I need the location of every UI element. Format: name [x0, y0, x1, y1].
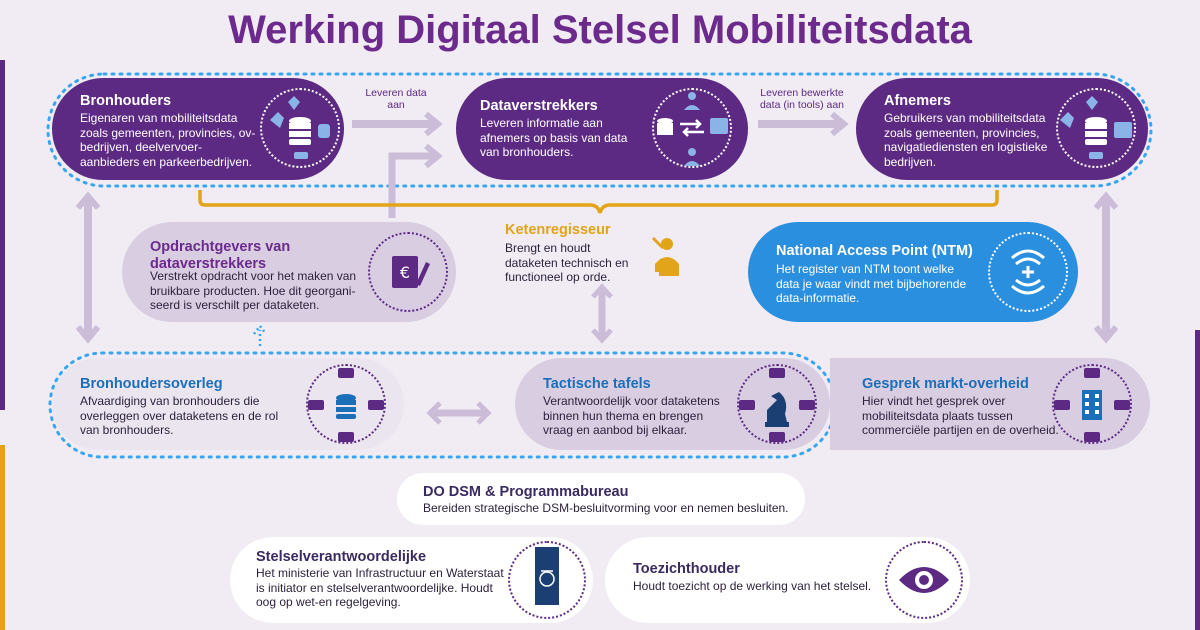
- stelsel-title: Stelselverantwoordelijke: [256, 549, 427, 565]
- map-icon: [1060, 96, 1132, 159]
- stelsel-icon-ring: [508, 541, 586, 619]
- arrow-label-leveren-data: Leveren data aan: [365, 87, 427, 111]
- ketenregisseur-text: Brengt en houdt dataketen technisch en f…: [505, 241, 629, 284]
- dataverstrekkers-title: Dataverstrekkers: [480, 98, 598, 114]
- afnemers-icon-ring: [1056, 88, 1136, 168]
- bronhouders-icon-ring: [260, 88, 340, 168]
- node-bronhoudersoverleg: Bronhoudersoverleg Afvaardiging van bron…: [52, 358, 404, 450]
- nap-icon-ring: [988, 232, 1068, 312]
- gesprek-title: Gesprek markt-overheid: [862, 376, 1029, 392]
- chat-icon: [308, 368, 384, 442]
- bronhouders-text: Eigenaren van mobiliteitsdata zoals geme…: [80, 111, 256, 169]
- nap-text: Het register van NTM toont welke data je…: [776, 262, 967, 305]
- conductor-icon: [651, 236, 679, 276]
- bronhouders-title: Bronhouders: [80, 93, 172, 109]
- gesprek-icon-ring: [1052, 364, 1132, 444]
- node-do-dsm: DO DSM & Programmabureau Bereiden strate…: [397, 473, 805, 525]
- node-dataverstrekkers: Dataverstrekkers Leveren informatie aan …: [456, 78, 748, 180]
- eye-icon: [899, 567, 949, 593]
- node-stelselverantwoordelijke: Stelselverantwoordelijke Het ministerie …: [230, 537, 593, 623]
- bronhoudersoverleg-title: Bronhoudersoverleg: [80, 376, 223, 392]
- node-toezichthouder: Toezichthouder Houdt toezicht op de werk…: [605, 537, 970, 623]
- opdrachtgevers-text: Verstrekt opdracht voor het maken van br…: [150, 269, 357, 312]
- dodsm-text: Bereiden strategische DSM-besluitvorming…: [423, 501, 789, 515]
- signal-icon: [1011, 249, 1045, 295]
- node-afnemers: Afnemers Gebruikers van mobiliteitsdata …: [856, 78, 1148, 180]
- left-accent-bar-yellow: [0, 445, 5, 630]
- node-ketenregisseur: Ketenregisseur Brengt en houdt dataketen…: [505, 222, 715, 285]
- toezicht-icon-ring: [885, 541, 963, 619]
- exchange-icon: [657, 92, 728, 166]
- dataverstrekkers-icon-ring: [652, 88, 732, 168]
- stelsel-text: Het ministerie van Infrastructuur en Wat…: [256, 566, 504, 609]
- ketenregisseur-title: Ketenregisseur: [505, 222, 611, 238]
- node-gesprek: Gesprek markt-overheid Hier vindt het ge…: [830, 358, 1150, 450]
- crest-icon: [535, 547, 559, 605]
- toezicht-text: Houdt toezicht op de werking van het ste…: [633, 579, 872, 593]
- tactische-text: Verantwoordelijk voor dataketens binnen …: [543, 394, 720, 437]
- node-nap: National Access Point (NTM) Het register…: [748, 222, 1078, 322]
- opdrachtgevers-title: Opdrachtgevers van dataverstrekkers: [150, 239, 291, 272]
- chess-knight-icon: [739, 368, 815, 442]
- gesprek-text: Hier vindt het gesprek over mobiliteitsd…: [862, 394, 1059, 437]
- page-title: Werking Digitaal Stelsel Mobiliteitsdata: [228, 8, 972, 52]
- euro-document-icon: €: [392, 256, 430, 288]
- right-accent-bar: [1195, 330, 1200, 630]
- bronhoudersoverleg-text: Afvaardiging van bronhouders die overleg…: [80, 394, 279, 437]
- tactische-title: Tactische tafels: [543, 376, 651, 392]
- toezicht-title: Toezichthouder: [633, 561, 740, 577]
- dodsm-title: DO DSM & Programmabureau: [423, 484, 629, 500]
- tactische-icon-ring: [737, 364, 817, 444]
- node-tactische-tafels: Tactische tafels Verantwoordelijk voor d…: [515, 358, 830, 450]
- arrow-label-leveren-bewerkte-data: Leveren bewerkte data (in tools) aan: [759, 87, 845, 111]
- svg-text:€: €: [400, 263, 410, 282]
- left-accent-bar: [0, 60, 5, 410]
- nap-title: National Access Point (NTM): [776, 243, 973, 259]
- building-icon: [1054, 368, 1130, 442]
- node-opdrachtgevers: Opdrachtgevers van dataverstrekkers Vers…: [122, 222, 456, 322]
- afnemers-title: Afnemers: [884, 93, 951, 109]
- database-icon: [270, 96, 330, 159]
- dataverstrekkers-text: Leveren informatie aan afnemers op basis…: [480, 116, 628, 159]
- node-bronhouders: Bronhouders Eigenaren van mobiliteitsdat…: [52, 78, 344, 180]
- opdrachtgevers-icon-ring: [368, 232, 448, 312]
- afnemers-text: Gebruikers van mobiliteitsdata zoals gem…: [884, 111, 1048, 169]
- bronhoudersoverleg-icon-ring: [306, 364, 386, 444]
